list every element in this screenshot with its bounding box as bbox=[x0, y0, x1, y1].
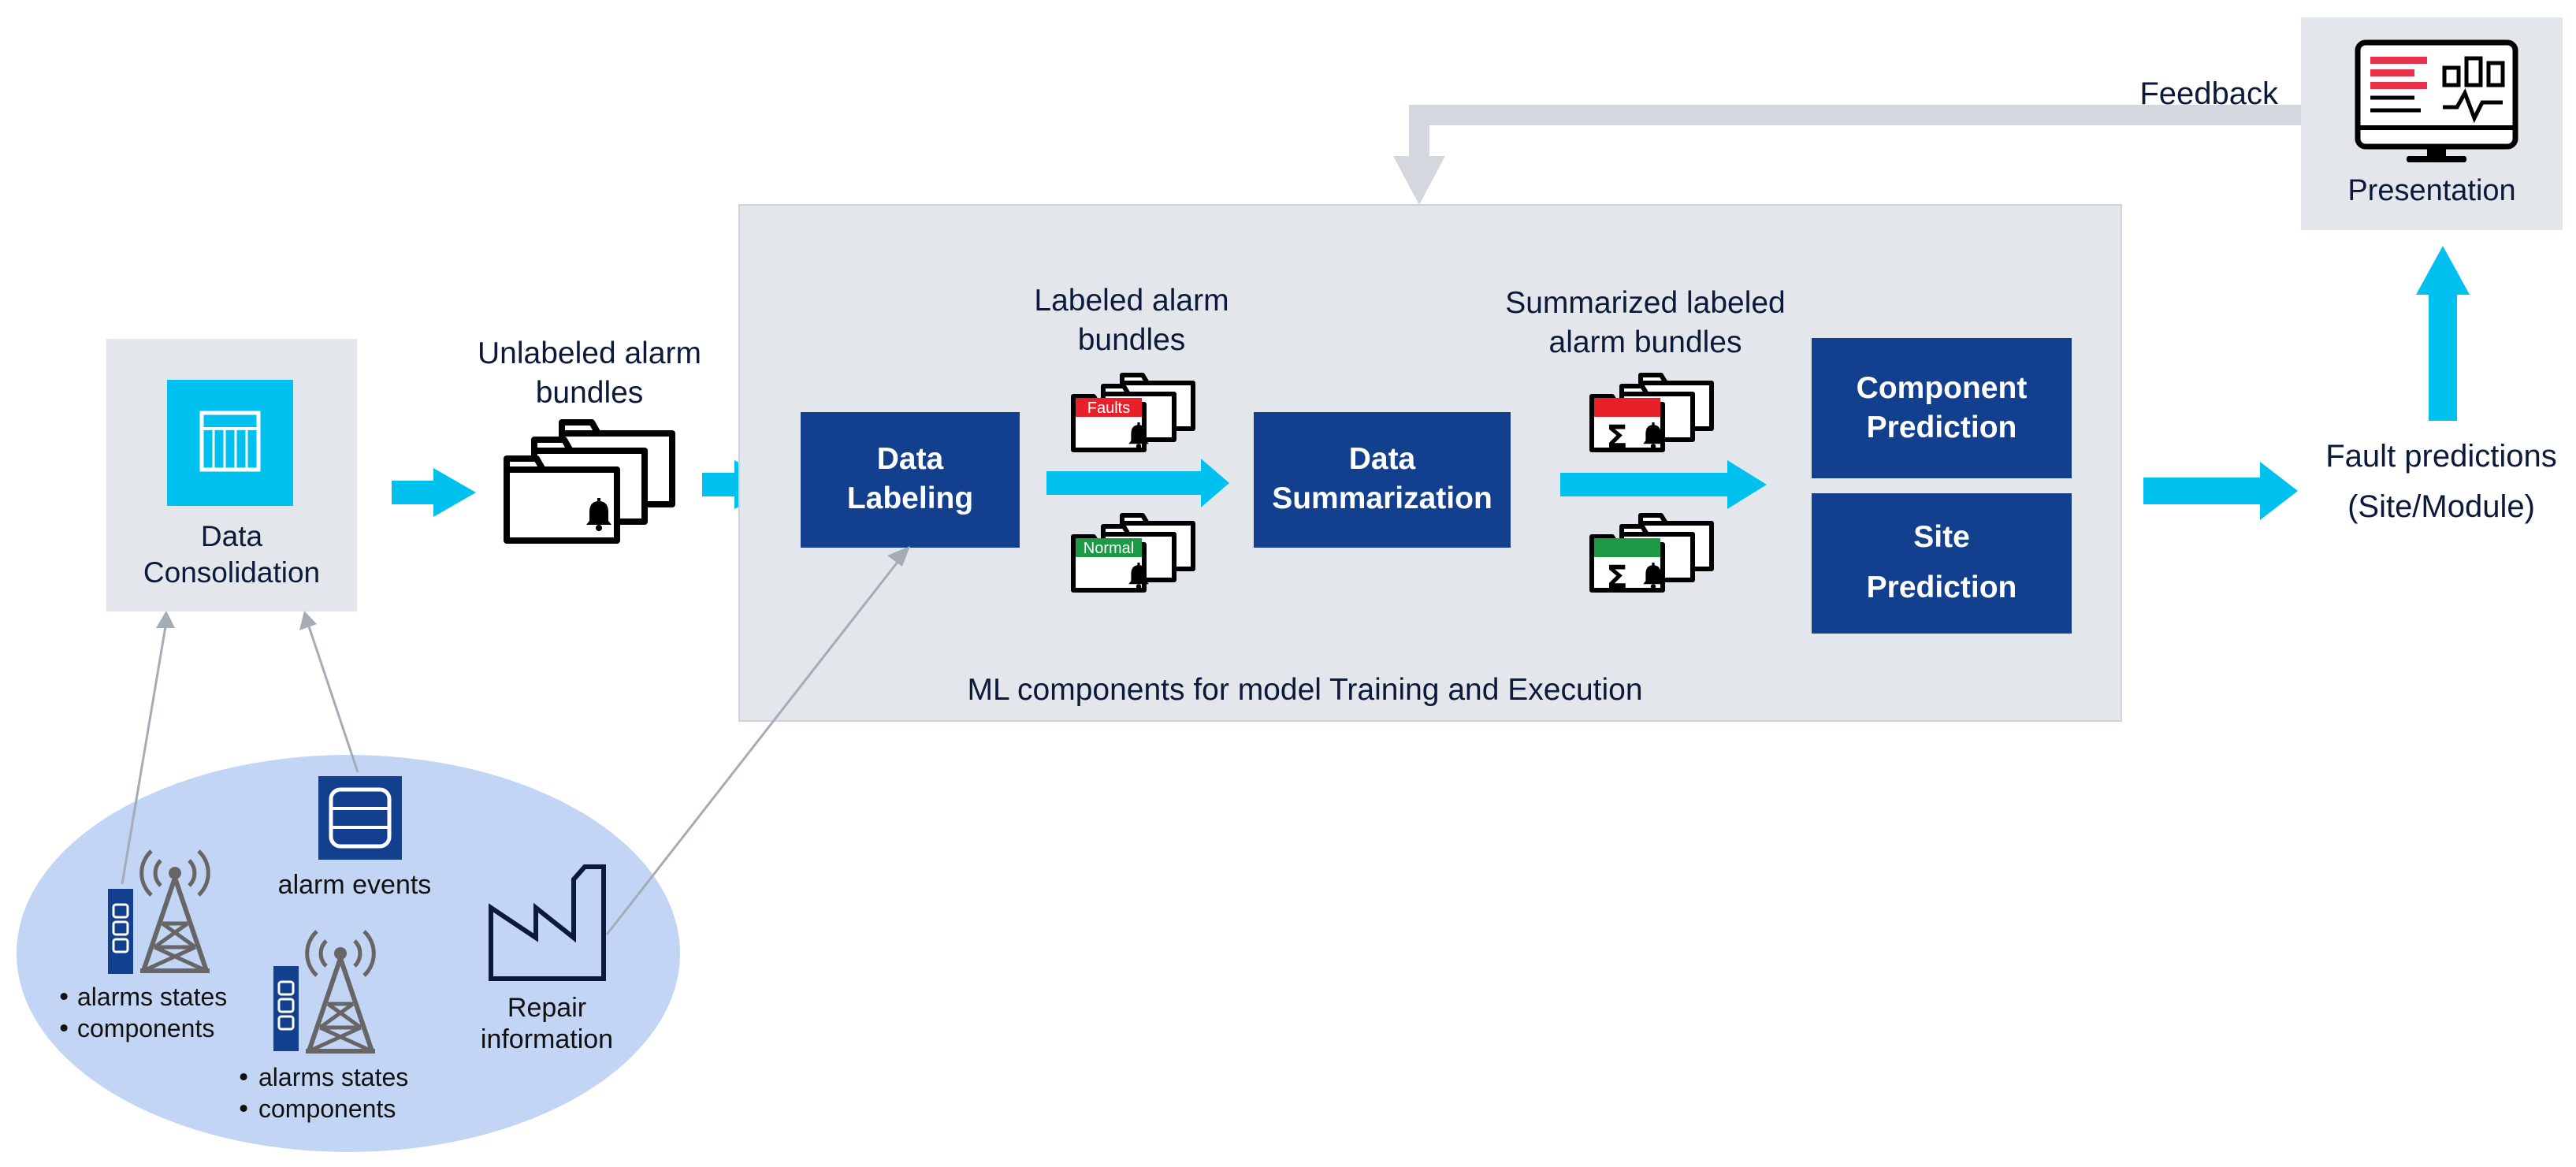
faults-folder-icon bbox=[1073, 375, 1193, 450]
site-prediction-box[interactable] bbox=[1812, 493, 2072, 634]
feedback-label: Feedback bbox=[2139, 76, 2279, 111]
repair-label-1: Repair bbox=[507, 993, 586, 1023]
presentation-label: Presentation bbox=[2347, 174, 2515, 207]
consolidation-label-1: Data bbox=[201, 520, 263, 552]
site2-item-2: components bbox=[258, 1095, 396, 1123]
data-labeling-line2: Labeling bbox=[847, 481, 973, 515]
site2-bullet-2: • bbox=[236, 1095, 251, 1124]
data-summarization-line2: Summarization bbox=[1272, 481, 1492, 515]
fault-predictions-line1: Fault predictions bbox=[2325, 439, 2556, 474]
alarm-events-icon bbox=[318, 776, 402, 860]
database-grid-icon bbox=[167, 380, 293, 506]
battery-icon-2 bbox=[272, 964, 300, 1053]
factory-icon bbox=[489, 864, 606, 981]
summarized-faults-folder-icon bbox=[1592, 375, 1712, 450]
flow-arrow-1 bbox=[392, 468, 476, 517]
site2-item-1: alarms states bbox=[258, 1063, 408, 1091]
flow-arrow-4 bbox=[1560, 460, 1767, 509]
alarm-folder-stack-icon bbox=[507, 422, 672, 541]
flow-arrow-5 bbox=[2143, 462, 2298, 520]
site-prediction-line2: Prediction bbox=[1867, 570, 2017, 604]
ml-panel-caption: ML components for model Training and Exe… bbox=[967, 673, 1642, 707]
sigma-symbol-faults: Σ bbox=[1606, 419, 1627, 455]
component-prediction-box[interactable] bbox=[1812, 338, 2072, 478]
data-labeling-line1: Data bbox=[877, 442, 944, 476]
data-labeling-box[interactable] bbox=[801, 412, 1020, 548]
feedback-arrow bbox=[1393, 105, 2301, 205]
normal-folder-icon bbox=[1073, 515, 1193, 590]
data-summarization-line1: Data bbox=[1349, 442, 1416, 476]
site1-item-2: components bbox=[77, 1014, 214, 1042]
site1-bullet-1: • bbox=[57, 983, 71, 1012]
flow-arrow-3 bbox=[1046, 459, 1229, 507]
fault-predictions-line2: (Site/Module) bbox=[2347, 489, 2535, 524]
up-arrow bbox=[2416, 246, 2470, 421]
consolidation-label-2: Consolidation bbox=[143, 556, 320, 589]
faults-tag: Faults bbox=[1087, 400, 1130, 417]
source-connectors bbox=[121, 546, 910, 935]
site1-bullet-2: • bbox=[57, 1015, 71, 1043]
alarm-events-label: alarm events bbox=[278, 870, 432, 900]
unlabeled-label-2: bundles bbox=[536, 376, 644, 410]
data-summarization-box[interactable] bbox=[1254, 412, 1511, 548]
repair-label-2: information bbox=[481, 1024, 613, 1054]
summarized-label-2: alarm bundles bbox=[1549, 325, 1742, 359]
normal-tag: Normal bbox=[1084, 540, 1134, 557]
summarized-label-1: Summarized labeled bbox=[1505, 286, 1786, 320]
dashboard-monitor-icon bbox=[2355, 39, 2518, 162]
labeled-label-1: Labeled alarm bbox=[1034, 284, 1229, 318]
component-prediction-line1: Component bbox=[1857, 371, 2028, 405]
unlabeled-label-1: Unlabeled alarm bbox=[478, 336, 701, 370]
battery-icon-1 bbox=[106, 887, 135, 976]
component-prediction-line2: Prediction bbox=[1867, 411, 2017, 444]
data-sources-ellipse bbox=[17, 755, 680, 1152]
summarized-normal-folder-icon bbox=[1592, 515, 1712, 590]
site-prediction-line1: Site bbox=[1913, 520, 1970, 554]
labeled-label-2: bundles bbox=[1078, 323, 1186, 357]
sigma-symbol-normal: Σ bbox=[1606, 559, 1627, 596]
site2-bullet-1: • bbox=[236, 1064, 251, 1092]
site1-item-1: alarms states bbox=[77, 983, 227, 1011]
